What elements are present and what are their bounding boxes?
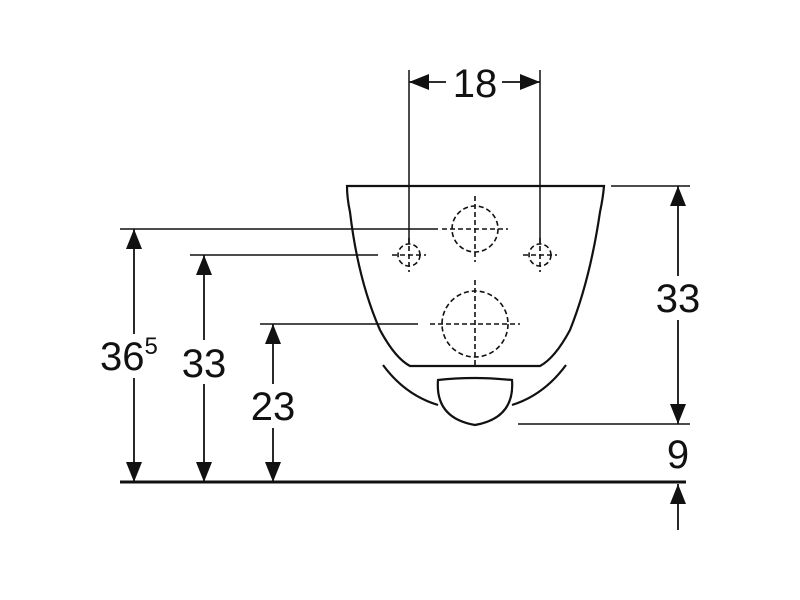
dim-label-mid-height: 33: [182, 342, 227, 386]
dim-label-left-height-base: 36: [100, 335, 145, 379]
dim-label-left-height-sup: 5: [145, 333, 158, 360]
dimension-lines: [126, 74, 686, 530]
dim-label-top-spacing: 18: [453, 62, 498, 106]
toilet-bowl-outline: [345, 184, 606, 427]
dim-label-left-height: 365: [100, 333, 158, 379]
dim-label-right-height: 33: [656, 277, 701, 321]
dim-label-right-offset: 9: [667, 433, 689, 477]
extension-lines: [120, 70, 690, 425]
dim-label-lower-height: 23: [251, 385, 296, 429]
fixing-holes: [392, 196, 557, 368]
